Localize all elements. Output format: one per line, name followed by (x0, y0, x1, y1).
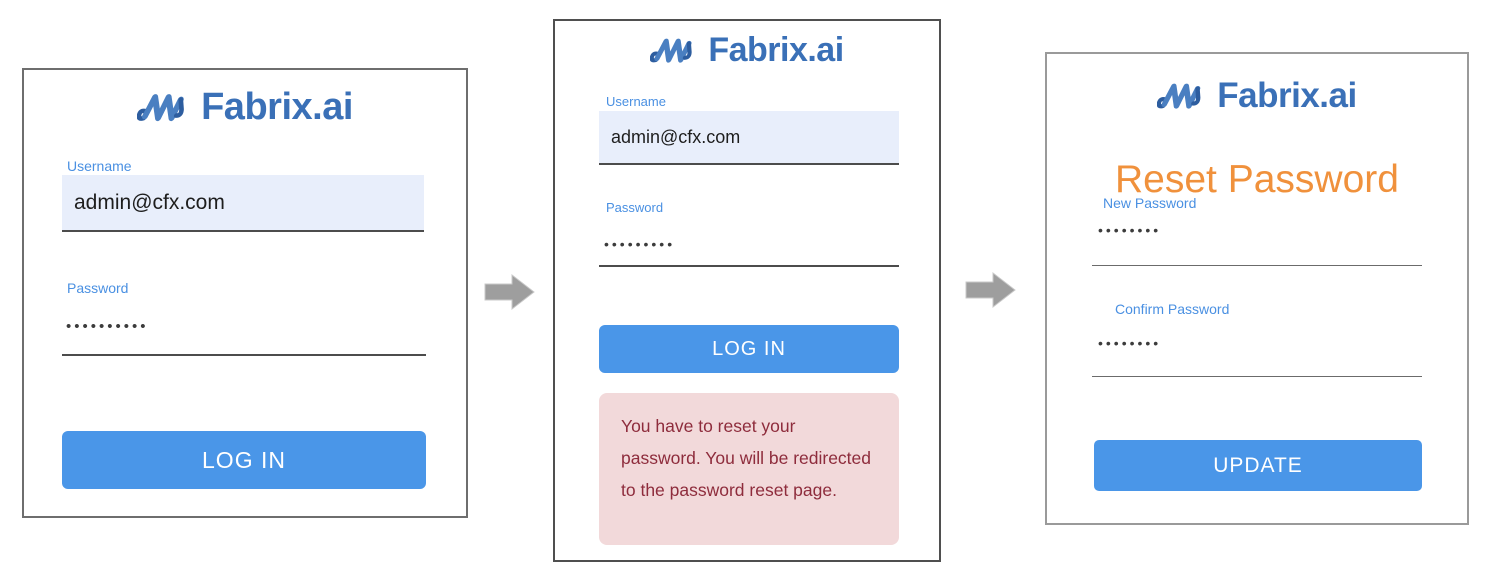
logo-wordmark: Fabrix.ai (1217, 76, 1357, 115)
login-panel-error: Fabrix.ai Username admin@cfx.com Passwor… (553, 19, 941, 562)
username-label: Username (606, 94, 666, 109)
login-button[interactable]: LOG IN (599, 325, 899, 373)
fabrix-logo: Fabrix.ai (24, 86, 466, 129)
password-underline (599, 265, 899, 267)
password-label: Password (67, 280, 129, 296)
reset-password-title: Reset Password (1115, 158, 1399, 201)
login-panel-initial: Fabrix.ai Username admin@cfx.com Passwor… (22, 68, 468, 518)
login-button[interactable]: LOG IN (62, 431, 426, 489)
fabrix-logo: Fabrix.ai (1047, 76, 1467, 116)
logo-wordmark: Fabrix.ai (201, 86, 353, 128)
password-input[interactable]: ••••••••• (604, 236, 676, 252)
fabrix-logo: Fabrix.ai (555, 31, 939, 70)
new-password-input[interactable]: •••••••• (1098, 222, 1162, 238)
password-input[interactable]: •••••••••• (66, 318, 149, 335)
reset-password-panel: Fabrix.ai Reset Password New Password ••… (1045, 52, 1469, 525)
right-block-arrow-icon (484, 273, 535, 311)
confirm-password-label: Confirm Password (1115, 301, 1230, 317)
password-label: Password (606, 200, 664, 215)
new-password-underline (1092, 265, 1422, 266)
logo-wordmark: Fabrix.ai (708, 31, 844, 69)
reset-required-alert: You have to reset your password. You wil… (599, 393, 899, 545)
username-input[interactable]: admin@cfx.com (62, 175, 424, 232)
right-block-arrow-icon (965, 271, 1016, 309)
update-button[interactable]: UPDATE (1094, 440, 1422, 491)
username-input[interactable]: admin@cfx.com (599, 111, 899, 165)
confirm-password-input[interactable]: •••••••• (1098, 335, 1162, 351)
confirm-password-underline (1092, 376, 1422, 377)
fabrix-wave-m-icon (650, 38, 693, 63)
fabrix-wave-m-icon (1157, 83, 1201, 109)
new-password-label: New Password (1103, 195, 1197, 211)
fabrix-wave-m-icon (137, 93, 184, 121)
password-underline (62, 354, 426, 356)
username-label: Username (67, 158, 132, 174)
